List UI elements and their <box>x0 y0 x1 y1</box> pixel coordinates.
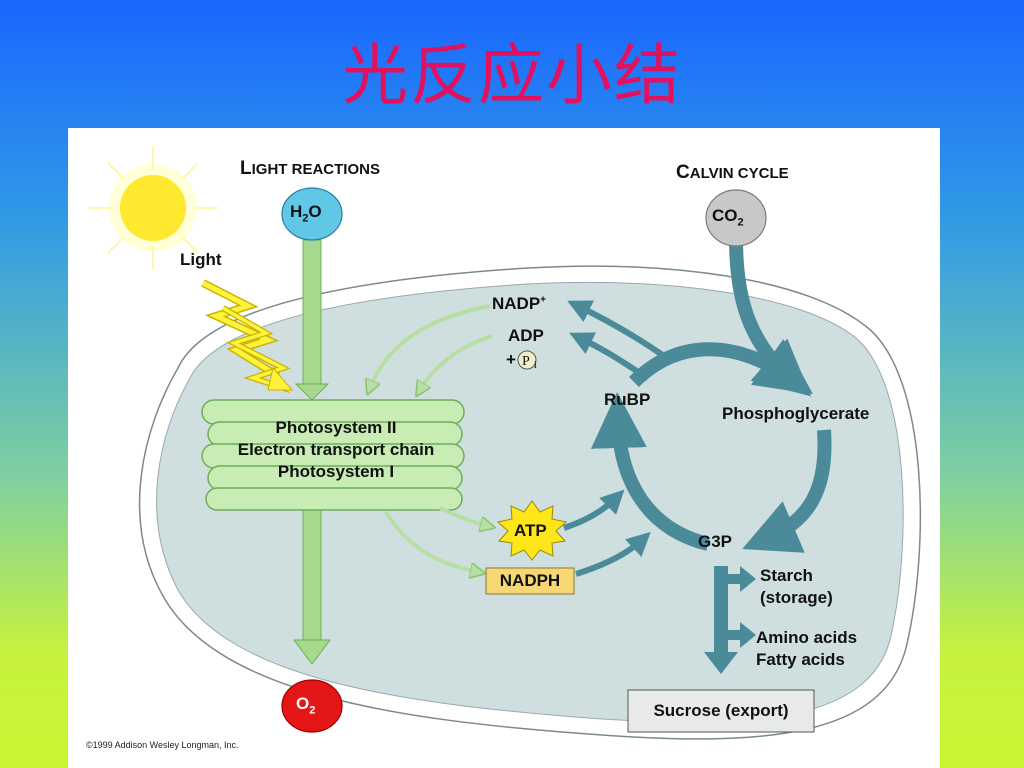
light-label: Light <box>180 250 222 269</box>
adp-return-arrow <box>420 334 493 390</box>
phosphoglycerate-label: Phosphoglycerate <box>722 404 870 423</box>
h2o-label: H2O <box>290 202 322 225</box>
sun-icon <box>88 146 218 270</box>
pga-to-g3p-arrow <box>742 429 832 553</box>
to-nadp-arrow <box>567 300 666 359</box>
fatty-acids-label: Fatty acids <box>756 650 845 669</box>
slide-title: 光反应小结 <box>342 37 682 114</box>
atp-star-icon <box>496 500 568 561</box>
g3p-to-rubp-arrow <box>590 392 710 551</box>
water-down-arrow <box>294 239 330 401</box>
o2-label: O2 <box>296 694 316 717</box>
sucrose-export-label: Sucrose (export) <box>653 701 789 720</box>
atp-label: ATP <box>514 521 547 540</box>
g3p-output-arrows <box>704 566 756 674</box>
nadph-label: NADPH <box>499 571 561 590</box>
thylakoid-stack <box>201 399 465 511</box>
diagram-graphics <box>88 146 922 740</box>
co2-node <box>705 189 767 247</box>
amino-acids-label: Amino acids <box>756 628 858 647</box>
calvin-cycle-header: CALVIN CYCLE <box>676 162 789 183</box>
light-reactions-header: LIGHT REACTIONS <box>240 158 380 179</box>
nadph-box <box>485 567 575 595</box>
electron-transport-chain-label: Electron transport chain <box>237 440 435 459</box>
rubp-label: RuBP <box>604 390 651 409</box>
atp-to-cycle-arrow <box>563 489 625 531</box>
nadph-to-cycle-arrow <box>575 531 651 577</box>
storage-label: (storage) <box>760 588 833 607</box>
adp-label: ADP <box>508 326 544 345</box>
nadp-return-arrow <box>370 304 491 388</box>
atp-out-arrow <box>439 506 488 526</box>
to-adp-arrow <box>569 332 650 381</box>
light-bolt-icon <box>201 279 294 393</box>
nadph-out-arrow <box>384 510 478 572</box>
o2-node <box>281 679 343 733</box>
photosystem-i-label: Photosystem I <box>277 462 395 481</box>
nadp-plus-label: NADP+ <box>492 294 547 313</box>
photosystem-ii-label: Photosystem II <box>275 418 397 437</box>
sucrose-box <box>627 689 815 733</box>
starch-label: Starch <box>760 566 813 585</box>
h2o-node <box>281 187 343 241</box>
g3p-label: G3P <box>698 532 733 551</box>
diagram-panel: LIGHT REACTIONS CALVIN CYCLE Light H2O C… <box>68 128 940 768</box>
copyright-notice: ©1999 Addison Wesley Longman, Inc. <box>86 740 239 750</box>
rubp-to-pga-arrow <box>629 338 813 395</box>
co2-label: CO2 <box>712 206 744 229</box>
phosphate-icon <box>517 350 537 370</box>
